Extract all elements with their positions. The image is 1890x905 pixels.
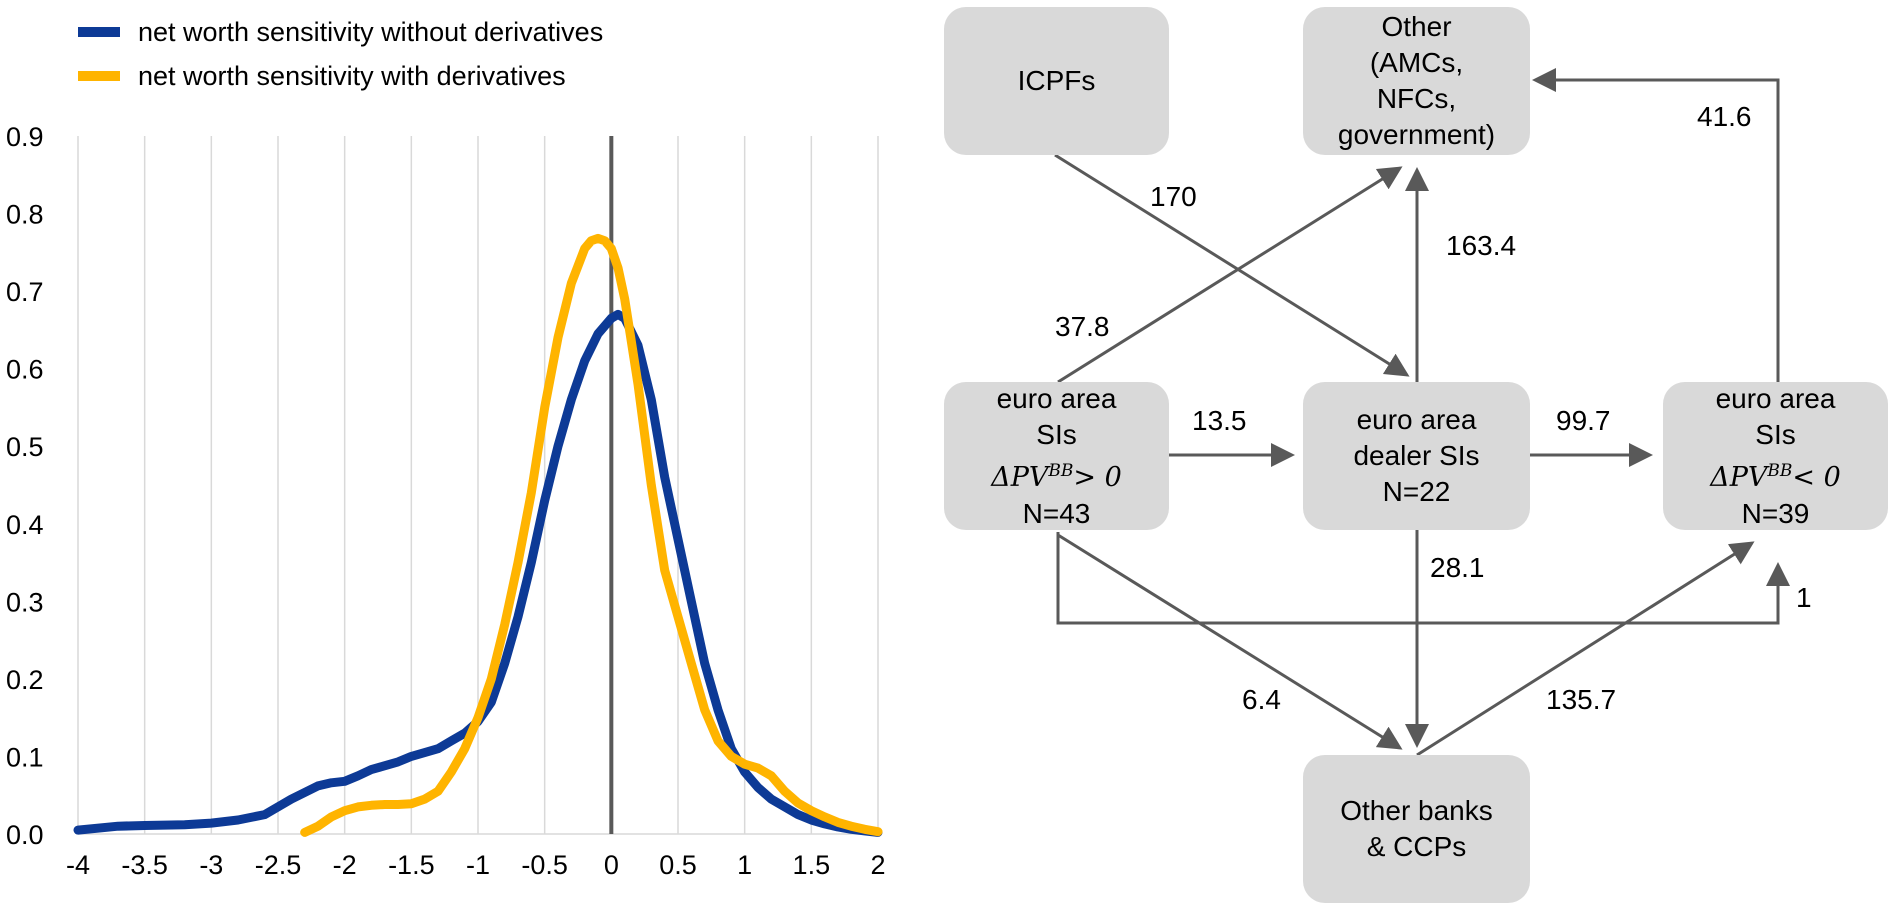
x-tick-label: -1 (466, 850, 490, 880)
node-si-negative-formula: ΔPVBB< 0 (1710, 453, 1841, 496)
x-tick-label: -2 (333, 850, 357, 880)
formula-base: ΔPV (991, 461, 1049, 493)
arrow-icpfs-to-dealer (1054, 153, 1410, 377)
flow-label-icpfs-to-dealer: 170 (1150, 181, 1197, 212)
legend-label-without-derivatives: net worth sensitivity without derivative… (138, 17, 604, 47)
chart-grid (77, 136, 879, 834)
y-tick-label: 0.5 (6, 432, 44, 462)
chart-tick-labels: -4 -3.5 -3 -2.5 -2 -1.5 -1 -0.5 0 0.5 1 1.5 2 0.0 0.1 0… (6, 122, 886, 880)
x-tick-label: -3.5 (121, 850, 168, 880)
legend-label-with-derivatives: net worth sensitivity with derivatives (138, 61, 566, 91)
node-other-banks: Other banks & CCPs (1303, 755, 1530, 903)
y-tick-label: 0.7 (6, 277, 44, 307)
x-tick-label: -4 (66, 850, 90, 880)
x-tick-label: 2 (870, 850, 885, 880)
node-other: Other (AMCs, NFCs, government) (1303, 7, 1530, 155)
legend-item-with-derivatives: net worth sensitivity with derivatives (78, 54, 603, 98)
x-tick-label: -1.5 (388, 850, 435, 880)
flow-label-si-neg-to-other: 41.6 (1697, 101, 1752, 132)
y-tick-label: 0.0 (6, 820, 44, 850)
chart-series (73, 233, 883, 837)
series-line-1 (300, 233, 883, 837)
flow-label-si-pos-to-si-neg: 1 (1796, 582, 1812, 613)
flow-label-dealer-to-si-neg: 99.7 (1556, 405, 1611, 436)
node-dealer-line2: dealer SIs (1353, 440, 1480, 471)
node-si-negative-count: N=39 (1741, 497, 1810, 529)
x-tick-label: 1.5 (793, 850, 831, 880)
x-tick-label: -0.5 (521, 850, 568, 880)
node-si-negative-line1: euro area (1715, 382, 1836, 414)
node-other-line1: Other (1381, 11, 1452, 42)
flow-label-si-pos-to-other: 37.8 (1055, 311, 1110, 342)
x-tick-label: 0.5 (659, 850, 697, 880)
chart-legend: net worth sensitivity without derivative… (78, 10, 603, 98)
node-other-line3: NFCs, (1376, 83, 1457, 114)
y-tick-label: 0.3 (6, 587, 44, 617)
series-line-0 (73, 309, 883, 837)
flow-label-dealer-to-other-banks: 28.1 (1430, 552, 1485, 583)
node-si-positive-line2: SIs (1036, 418, 1077, 450)
node-si-positive-line1: euro area (996, 382, 1117, 414)
flow-label-si-pos-to-dealer: 13.5 (1192, 405, 1247, 436)
node-si-negative: euro area SIs ΔPVBB< 0 N=39 (1663, 382, 1888, 530)
node-other-banks-line2: & CCPs (1366, 831, 1467, 862)
node-si-negative-line2: SIs (1755, 418, 1796, 450)
node-icpfs-label: ICPFs (1017, 65, 1096, 96)
y-tick-label: 0.6 (6, 355, 44, 385)
formula-relation: < 0 (1792, 461, 1841, 493)
y-tick-label: 0.4 (6, 510, 44, 540)
flow-label-si-pos-to-other-banks: 6.4 (1242, 684, 1281, 715)
node-si-positive-count: N=43 (1022, 497, 1091, 529)
y-tick-label: 0.1 (6, 742, 44, 772)
legend-item-without-derivatives: net worth sensitivity without derivative… (78, 10, 603, 54)
node-dealer-sis: euro area dealer SIs N=22 (1303, 382, 1530, 530)
node-icpfs: ICPFs (944, 7, 1169, 155)
x-tick-label: 1 (737, 850, 752, 880)
arrow-si-pos-to-other (1057, 166, 1403, 384)
x-tick-label: -3 (199, 850, 223, 880)
arrow-si-pos-to-other-banks (1057, 533, 1403, 750)
arrow-si-pos-to-si-neg (1056, 532, 1790, 625)
x-tick-label: -2.5 (255, 850, 302, 880)
node-other-banks-line1: Other banks (1340, 795, 1493, 826)
node-si-positive-formula: ΔPVBB> 0 (991, 453, 1122, 496)
flow-label-dealer-to-other: 163.4 (1446, 230, 1517, 261)
flow-label-other-banks-to-si-neg: 135.7 (1546, 684, 1617, 715)
formula-relation: > 0 (1073, 461, 1122, 493)
node-dealer-count: N=22 (1382, 476, 1451, 507)
formula-sup: BB (1767, 460, 1793, 481)
y-tick-label: 0.2 (6, 665, 44, 695)
legend-swatch-without-derivatives (78, 27, 120, 37)
formula-sup: BB (1048, 460, 1074, 481)
node-other-line2: (AMCs, (1369, 47, 1464, 78)
y-tick-label: 0.9 (6, 122, 44, 152)
arrow-other-banks-to-si-neg (1416, 541, 1755, 757)
node-other-line4: government) (1337, 119, 1496, 150)
arrow-si-neg-to-other (1532, 68, 1780, 382)
node-si-positive: euro area SIs ΔPVBB> 0 N=43 (944, 382, 1169, 530)
node-dealer-line1: euro area (1356, 404, 1477, 435)
formula-base: ΔPV (1710, 461, 1768, 493)
legend-swatch-with-derivatives (78, 71, 120, 81)
y-tick-label: 0.8 (6, 200, 44, 230)
x-tick-label: 0 (604, 850, 619, 880)
